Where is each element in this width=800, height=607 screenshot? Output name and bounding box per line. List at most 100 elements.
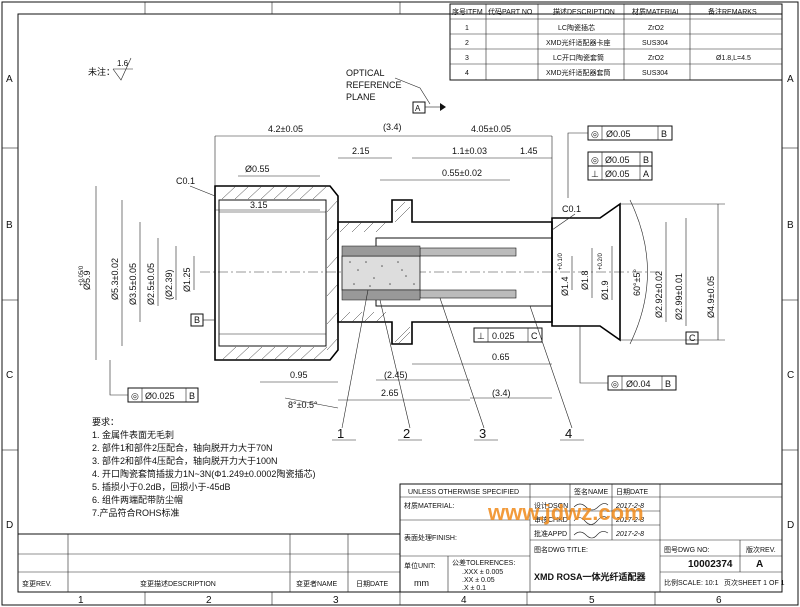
callouts: 1 2 3 4 <box>332 289 584 441</box>
bom-row-1-item: 1 <box>465 25 469 32</box>
dim-0-95: 0.95 <box>290 370 308 380</box>
bom-header-partno: 代码PART NO <box>488 7 533 16</box>
fcf-left: ◎ Ø0.025 B <box>109 360 199 403</box>
dim-dia-1-25: Ø1.25 <box>182 267 192 292</box>
bom-row-1-desc: LC陶瓷插芯 <box>558 23 595 32</box>
tb-unit: mm <box>414 578 429 588</box>
bom-row-3-remarks: Ø1.8,L=4.5 <box>716 55 751 62</box>
datum-c-box: C <box>685 331 699 345</box>
bom-row-3-desc: LC开口陶瓷套筒 <box>553 53 604 62</box>
bom-header-item: 序号ITEM <box>452 7 483 16</box>
tb-tol-x: .X ± 0.1 <box>462 585 486 592</box>
zone-col-5: 5 <box>589 595 595 606</box>
rev-header-name: 变更者NAME <box>296 579 338 588</box>
bom-header-material: 材质MATERIAL <box>632 7 681 16</box>
bom-header-remarks: 备注REMARKS <box>708 7 757 16</box>
callout-1: 1 <box>337 426 344 441</box>
tb-unit-label: 单位UNIT: <box>404 561 436 570</box>
bom-row-1-material: ZrO2 <box>648 25 664 32</box>
dim-4-2: 4.2±0.05 <box>268 124 303 134</box>
zone-row-d-right: D <box>787 520 794 531</box>
dimensions: 4.2±0.05 (3.4) 4.05±0.05 2.15 1.1±0.03 1… <box>79 122 725 410</box>
datum-arrow-icon <box>440 103 446 111</box>
fcf-top-2-datum: B <box>643 155 649 165</box>
tb-rev: A <box>756 559 763 570</box>
dim-angle-60: 60°±5° <box>632 268 642 296</box>
tb-design: 设计DSGN <box>534 501 568 510</box>
ref-plane-line-3: PLANE <box>346 92 376 102</box>
dim-1-45: 1.45 <box>520 146 538 156</box>
concentricity-icon-2: ◎ <box>591 155 599 165</box>
dim-dia-3-5: Ø3.5±0.05 <box>128 263 138 305</box>
tb-check: 审核CHKD <box>534 515 568 524</box>
dim-dia-5-9: Ø5.9 <box>82 270 92 290</box>
dim-3-4-top: (3.4) <box>383 122 402 132</box>
dim-dia-2-92: Ø2.92±0.02 <box>654 271 664 318</box>
zone-labels: A B C D A B C D 1 2 3 4 5 6 <box>6 74 794 606</box>
chamfer-c0-1-left: C0.1 <box>176 176 195 186</box>
tolerance-frames: ◎ Ø0.05 B ◎ Ø0.05 B ⊥ Ø0.05 A ⊥ 0.025 <box>109 125 699 403</box>
zone-row-a: A <box>6 74 13 85</box>
part-3-split-sleeve <box>419 247 517 257</box>
requirements-title: 要求： <box>92 416 119 427</box>
bom-row-4-material: SUS304 <box>642 70 668 77</box>
callout-2: 2 <box>403 426 410 441</box>
tb-material: 材质MATERIAL: <box>404 501 454 510</box>
dim-dia-0-55: Ø0.55 <box>245 164 270 174</box>
signature-1 <box>573 503 609 511</box>
bom-header-desc: 描述DESCRIPTION <box>553 7 615 16</box>
requirement-6: 6. 组件两端配带防尘帽 <box>92 494 183 505</box>
dim-1-1: 1.1±0.03 <box>452 146 487 156</box>
ref-plane-line-2: REFERENCE <box>346 80 402 90</box>
dim-dia-1-9-tol: +0.2/0 <box>598 252 604 270</box>
bom-row-3-material: ZrO2 <box>648 55 664 62</box>
tb-finish: 表面处理FINISH: <box>404 533 457 542</box>
tb-date: 日期DATE <box>616 488 648 496</box>
fcf-top-1-datum: B <box>661 129 667 139</box>
title-block: UNLESS OTHERWISE SPECIFIED 材质MATERIAL: 表… <box>399 483 785 593</box>
watermark: www.jdwz.com <box>487 500 644 525</box>
bom-row-3-item: 3 <box>465 55 469 62</box>
ref-plane-line-1: OPTICAL <box>346 68 385 78</box>
perpendicularity-icon: ⊥ <box>591 169 599 179</box>
zone-col-1: 1 <box>78 595 84 606</box>
dim-dia-2-99: Ø2.99±0.01 <box>674 273 684 320</box>
rev-header-desc: 变更描述DESCRIPTION <box>140 579 216 588</box>
zone-col-3: 3 <box>333 595 339 606</box>
dim-4-05: 4.05±0.05 <box>471 124 511 134</box>
surface-note: 未注： 1.6 <box>88 57 133 81</box>
dim-2-45: (2.45) <box>384 370 408 380</box>
requirement-2: 2. 部件1和部件2压配合，轴向脱开力大于70N <box>92 442 273 453</box>
dim-dia-1-4-tol: +0.1/0 <box>558 252 564 270</box>
fcf-top-3: ⊥ Ø0.05 A <box>587 165 653 181</box>
tb-dwg-no: 10002374 <box>688 559 733 570</box>
concentricity-icon-3: ◎ <box>131 391 139 401</box>
tb-unless: UNLESS OTHERWISE SPECIFIED <box>408 489 519 496</box>
tb-approve: 批准APPD <box>534 529 567 538</box>
dim-2-65: 2.65 <box>381 388 399 398</box>
dim-dia-2-5: Ø2.5±0.05 <box>146 263 156 305</box>
bom-table: 序号ITEM 代码PART NO 描述DESCRIPTION 材质MATERIA… <box>449 3 783 81</box>
tb-title: XMD ROSA一体光纤适配器 <box>534 571 647 582</box>
fcf-mid-value: 0.025 <box>492 331 515 341</box>
callout-4: 4 <box>565 426 572 441</box>
dim-2-15: 2.15 <box>352 146 370 156</box>
tb-tol-xx: .XX ± 0.05 <box>462 577 495 584</box>
zone-row-c-right: C <box>787 370 794 381</box>
zone-col-6: 6 <box>716 595 722 606</box>
fcf-mid: ⊥ 0.025 C <box>473 327 543 343</box>
revision-block: 变更REV. 变更描述DESCRIPTION 变更者NAME 日期DATE <box>17 533 401 593</box>
fcf-top-2: ◎ Ø0.05 B <box>587 151 653 167</box>
zone-row-c: C <box>6 370 13 381</box>
tb-scale: 比例SCALE: 10:1 <box>664 578 719 587</box>
fcf-top-1-value: Ø0.05 <box>606 129 631 139</box>
tb-sign: 签名NAME <box>574 487 609 496</box>
zone-row-b: B <box>6 220 13 231</box>
tb-sheet: 页次SHEET 1 OF 1 <box>724 578 785 587</box>
dim-dia-1-9: Ø1.9 <box>600 280 610 300</box>
zone-row-b-right: B <box>787 220 794 231</box>
callout-3: 3 <box>479 426 486 441</box>
concentricity-icon: ◎ <box>591 129 599 139</box>
fcf-top-2-value: Ø0.05 <box>605 155 630 165</box>
